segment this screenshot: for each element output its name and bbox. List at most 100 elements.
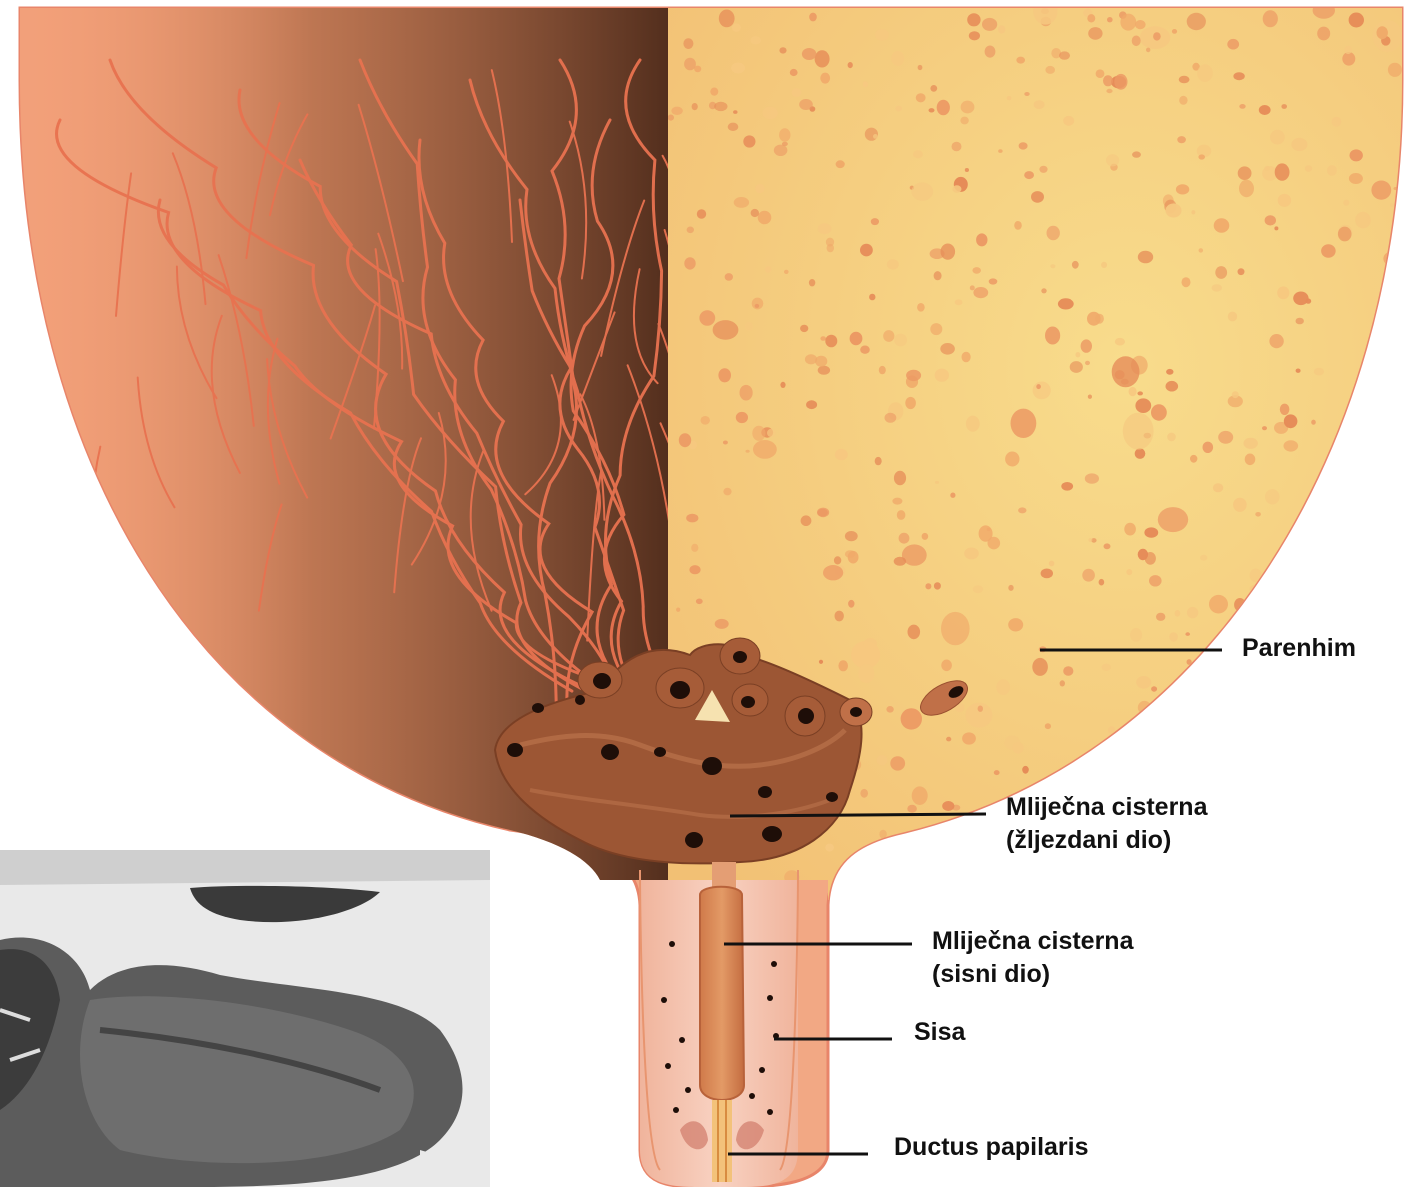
alveoli-spot (1274, 226, 1278, 230)
alveoli-spot (763, 107, 778, 120)
alveoli-spot (866, 853, 882, 869)
alveoli-spot (1322, 594, 1334, 604)
alveoli-spot (838, 660, 848, 671)
alveoli-spot (1257, 616, 1272, 630)
alveoli-spot (917, 303, 925, 312)
alveoli-spot (863, 81, 868, 87)
alveoli-spot (784, 270, 789, 274)
alveoli-spot (790, 69, 798, 76)
alveoli-spot (1369, 408, 1380, 416)
alveoli-spot (1135, 398, 1151, 413)
blood-vessel (49, 455, 67, 589)
leader-gland-cistern (730, 814, 986, 816)
alveoli-spot (691, 544, 698, 552)
alveoli-spot (1234, 598, 1246, 611)
alveoli-spot (714, 102, 727, 111)
alveoli-spot (961, 101, 975, 114)
alveoli-spot (1061, 482, 1073, 491)
alveoli-spot (869, 294, 875, 301)
alveoli-spot (1151, 686, 1157, 691)
alveoli-spot (1323, 525, 1328, 529)
alveoli-spot (955, 299, 963, 305)
alveoli-spot (918, 848, 930, 861)
alveoli-spot (1357, 864, 1370, 878)
alveoli-spot (1274, 807, 1287, 817)
alveoli-spot (1349, 13, 1364, 28)
alveoli-spot (1024, 171, 1034, 179)
alveoli-spot (1169, 632, 1178, 641)
alveoli-spot (1284, 440, 1299, 451)
alveoli-spot (1322, 511, 1338, 530)
alveoli-spot (1166, 369, 1173, 375)
alveoli-spot (918, 65, 923, 70)
alveoli-spot (1143, 871, 1155, 884)
alveoli-spot (1143, 868, 1147, 873)
alveoli-spot (1398, 350, 1410, 359)
alveoli-spot (873, 134, 878, 139)
alveoli-spot (864, 638, 877, 649)
alveoli-spot (1212, 284, 1222, 291)
alveoli-spot (850, 332, 863, 345)
alveoli-spot (1239, 104, 1245, 109)
alveoli-spot (1218, 431, 1233, 444)
alveoli-spot (860, 346, 870, 354)
alveoli-spot (883, 330, 894, 342)
alveoli-spot (937, 100, 950, 115)
alveoli-spot (982, 18, 997, 31)
alveoli-spot (962, 732, 976, 744)
alveoli-spot (1115, 338, 1125, 346)
alveoli-spot (1106, 154, 1119, 166)
alveoli-spot (718, 368, 731, 382)
alveoli-spot (779, 128, 790, 141)
alveoli-spot (1339, 755, 1352, 768)
alveoli-spot (1166, 381, 1179, 392)
alveoli-spot (818, 366, 830, 375)
alveoli-spot (684, 58, 696, 71)
alveoli-spot (731, 63, 745, 74)
alveoli-spot (1132, 36, 1141, 47)
alveoli-spot (1132, 151, 1141, 157)
alveoli-spot (1034, 100, 1045, 109)
alveoli-spot (1058, 298, 1074, 309)
alveoli-spot (897, 510, 906, 520)
alveoli-spot (835, 449, 848, 460)
alveoli-spot (1016, 57, 1025, 64)
alveoli-spot (1390, 203, 1394, 207)
alveoli-spot (1371, 181, 1391, 200)
alveoli-spot (962, 352, 971, 363)
alveoli-spot (1085, 361, 1090, 365)
blood-vessel (94, 489, 104, 663)
alveoli-spot (941, 660, 952, 672)
alveoli-spot (879, 366, 886, 374)
alveoli-spot (1008, 618, 1023, 631)
alveoli-spot (1172, 29, 1177, 34)
alveoli-spot (1360, 479, 1376, 493)
alveoli-spot (1327, 165, 1337, 176)
alveoli-spot (1166, 204, 1182, 218)
alveoli-spot (1305, 165, 1312, 172)
alveoli-spot (1295, 765, 1309, 779)
alveoli-spot (1146, 48, 1150, 53)
alveoli-spot (894, 334, 907, 347)
alveoli-spot (1107, 17, 1113, 22)
alveoli-spot (848, 871, 863, 888)
alveoli-spot (1154, 741, 1159, 746)
alveoli-spot (875, 457, 882, 465)
alveoli-spot (1321, 244, 1336, 258)
alveoli-spot (1198, 154, 1205, 159)
alveoli-spot (1179, 96, 1187, 105)
alveoli-spot (827, 244, 834, 252)
alveoli-spot (1402, 659, 1408, 666)
alveoli-spot (1214, 218, 1230, 232)
alveoli-spot (976, 233, 987, 246)
alveoli-spot (1007, 96, 1012, 100)
alveoli-spot (916, 93, 926, 102)
alveoli-spot (1123, 413, 1154, 450)
alveoli-spot (996, 876, 1008, 885)
alveoli-spot (985, 46, 996, 58)
alveoli-spot (1033, 382, 1051, 400)
alveoli-spot (736, 412, 748, 423)
label-sisa: Sisa (914, 1016, 965, 1049)
alveoli-spot (753, 440, 777, 459)
